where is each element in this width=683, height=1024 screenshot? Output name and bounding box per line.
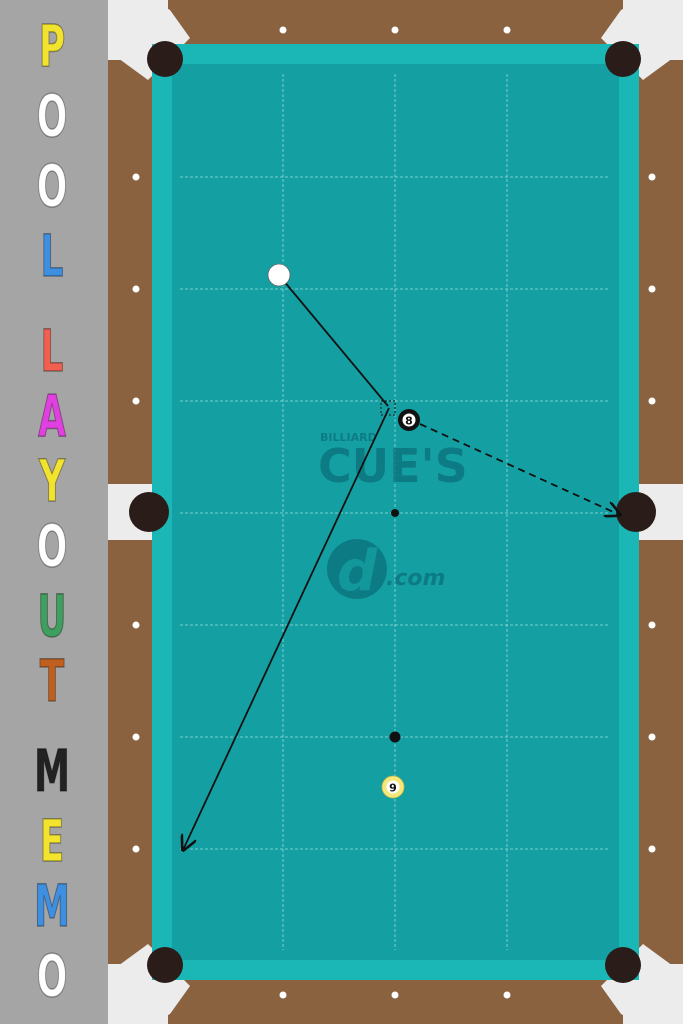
cue-ball[interactable] (267, 263, 291, 287)
center-spot (391, 509, 399, 517)
watermark-suffix: .com (386, 566, 445, 591)
corner-cap-bottom-right-inner (601, 944, 680, 1022)
sb-letter: E (39, 807, 65, 875)
watermark-logo-circle (327, 539, 387, 599)
cue-path-line (282, 279, 389, 407)
pocket-top-right (605, 41, 641, 77)
sb-letter: O (36, 82, 68, 150)
eight-ball[interactable]: 8 (398, 409, 420, 431)
ghost-ball-marker (380, 400, 396, 416)
sb-letter: T (39, 647, 65, 715)
pocket-side-right (616, 492, 656, 532)
cue-deflection-line (183, 407, 390, 850)
sb-letter: O (36, 942, 68, 1010)
sb-letter: O (36, 512, 68, 580)
pocket-bottom-left (147, 947, 183, 983)
watermark: BILLIARD CUE'S d .com (318, 431, 468, 604)
sb-letter: U (37, 582, 67, 650)
foot-spot (389, 731, 401, 743)
title-sidebar: P O O L L A Y O U T M E M O (0, 0, 108, 1024)
corner-cap-top-left-inner (111, 2, 190, 80)
sb-letter: Y (38, 447, 66, 515)
corner-cap-top-right-inner (601, 2, 680, 80)
sb-letter: L (40, 317, 64, 385)
corner-cap-bottom-left-inner (111, 944, 190, 1022)
eight-ball-number: 8 (405, 415, 413, 428)
nine-ball-number: 9 (389, 782, 397, 795)
sb-letter: A (38, 382, 67, 450)
pocket-top-left (147, 41, 183, 77)
pocket-side-left (129, 492, 169, 532)
sb-letter: P (38, 12, 66, 80)
watermark-small: BILLIARD (320, 431, 377, 444)
sb-letter: L (40, 222, 64, 290)
watermark-logo: d (337, 539, 378, 604)
watermark-big: CUE'S (318, 439, 468, 493)
sb-letter: M (34, 872, 71, 940)
eight-ball-path-line (419, 423, 620, 515)
sb-letter: M (34, 737, 71, 805)
pocket-bottom-right (605, 947, 641, 983)
diamonds (132, 26, 656, 999)
nine-ball[interactable]: 9 (381, 775, 405, 799)
sb-letter: O (36, 152, 68, 220)
pockets (129, 41, 656, 983)
